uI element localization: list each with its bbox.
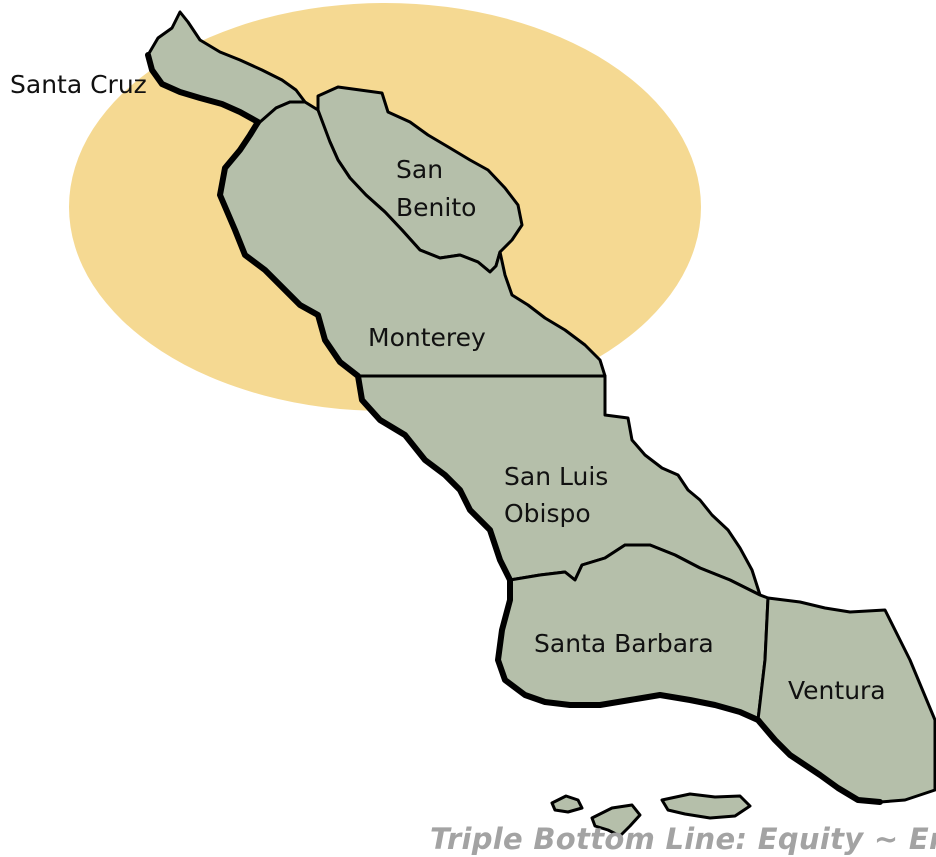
channel-island: [550, 794, 584, 814]
coastline: [145, 52, 883, 805]
label-santa-barbara: Santa Barbara: [534, 629, 714, 658]
channel-island: [590, 803, 642, 838]
footer-caption: Triple Bottom Line: Equity ~ Envi: [430, 822, 936, 856]
label-san-benito: San: [396, 155, 443, 184]
label-ventura: Ventura: [788, 676, 886, 705]
label-san-benito: Benito: [396, 193, 476, 222]
label-san-luis-obispo: San Luis: [504, 462, 608, 491]
label-san-luis-obispo: Obispo: [504, 499, 591, 528]
channel-island: [660, 792, 752, 820]
label-santa-cruz: Santa Cruz: [10, 70, 147, 99]
label-monterey: Monterey: [368, 323, 486, 352]
